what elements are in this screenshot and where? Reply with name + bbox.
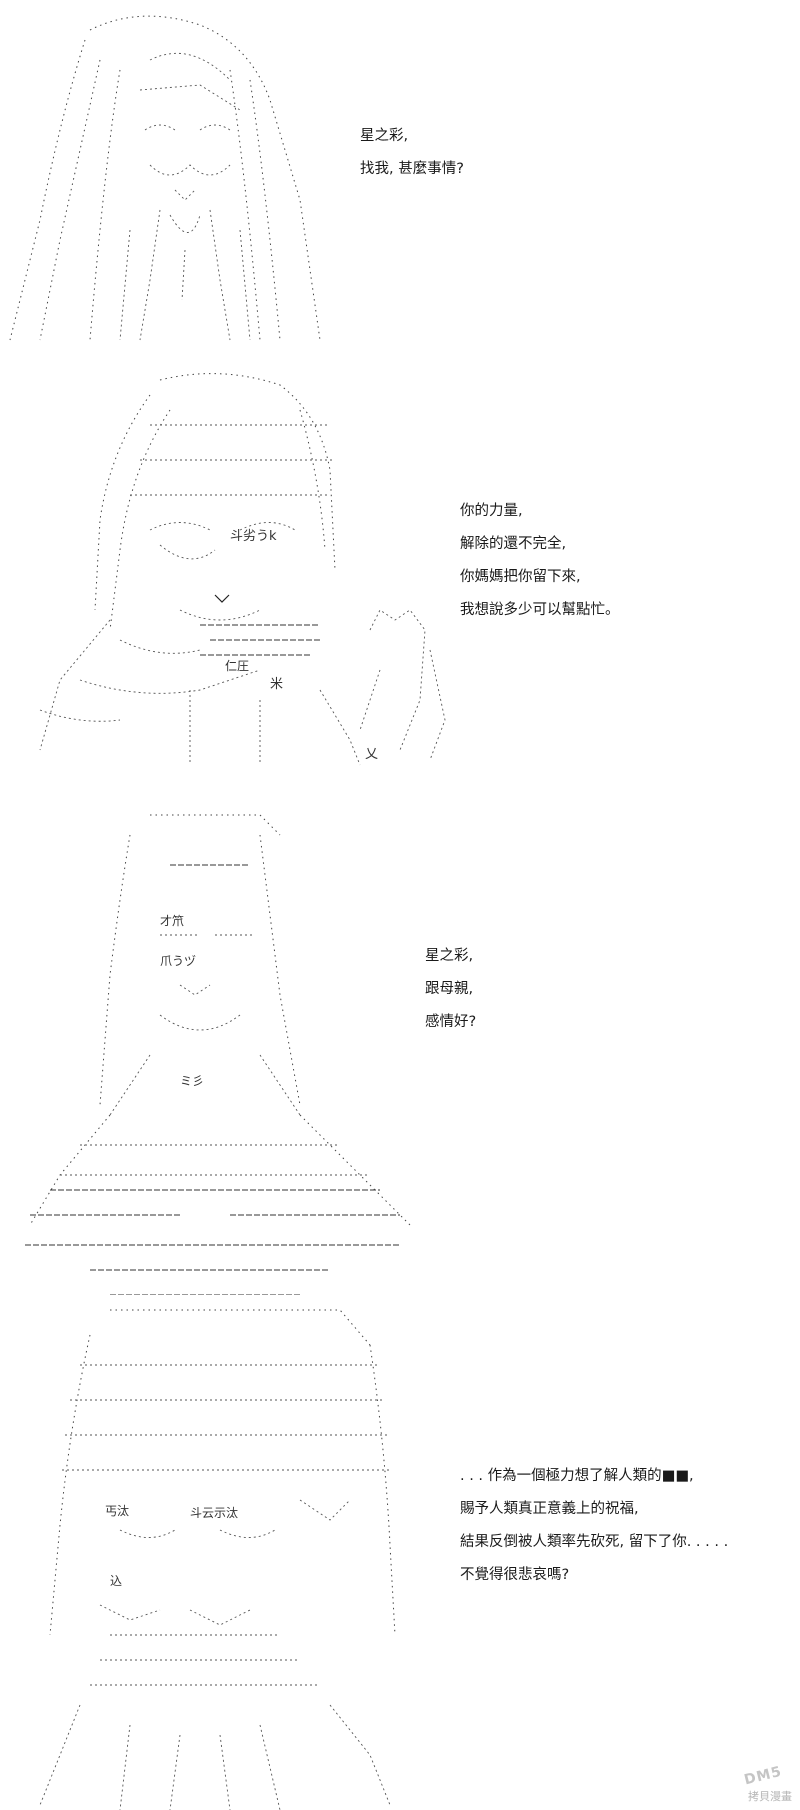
art-glyph: 乂 (365, 747, 378, 762)
art-glyph: 爪うヅ (160, 954, 196, 968)
dialogue-line: 我想說多少可以幫點忙。 (460, 602, 620, 618)
dialogue-line: 不覺得很悲哀嗎? (460, 1567, 570, 1583)
dialogue-4: . . . 作為一個極力想了解人類的■■, 賜予人類真正意義上的祝福, 結果反倒… (460, 1460, 728, 1592)
dialogue-line: . . . 作為一個極力想了解人類的■■, (460, 1468, 694, 1484)
dialogue-2: 你的力量, 解除的還不完全, 你媽媽把你留下來, 我想說多少可以幫點忙。 (460, 495, 620, 627)
dialogue-3: 星之彩, 跟母親, 感情好? (425, 940, 476, 1039)
art-glyph: 才笊 (160, 913, 184, 928)
watermark-text: 拷貝漫畫 (748, 1790, 792, 1803)
panel-4: 丐汰 斗云示汰 込 . . . 作為一個極力想了解人類的■■, 賜予人類真正意義… (0, 1305, 800, 1810)
dialogue-line: 賜予人類真正意義上的祝福, (460, 1501, 639, 1517)
ascii-art-figure-closeup: 丐汰 斗云示汰 込 (39, 1309, 396, 1810)
dialogue-line: 跟母親, (425, 981, 474, 997)
art-glyph: ミ彡 (180, 1074, 204, 1088)
dialogue-line: 結果反倒被人類率先砍死, 留下了你. . . . . (460, 1534, 729, 1550)
watermark-logo: DM5 (742, 1763, 784, 1789)
ascii-art-figure-seated: 才笊 爪うヅ ミ彡 (25, 814, 411, 1295)
dialogue-line: 找我, 甚麼事情? (360, 161, 464, 177)
art-glyph: 丐汰 (105, 1504, 129, 1518)
art-glyph: 仁圧 (225, 659, 249, 673)
dialogue-line: 你的力量, (460, 503, 523, 519)
panel-2: 斗劣うk 仁圧 米 乂 你的力量, 解除的還不完全, 你媽媽把你留下來, 我想說… (0, 370, 800, 770)
dialogue-line: 星之彩, (360, 128, 409, 144)
watermark: DM5 拷貝漫畫 (714, 1756, 794, 1806)
dialogue-line: 解除的還不完全, (460, 536, 567, 552)
art-glyph: 米 (270, 677, 283, 692)
dialogue-line: 星之彩, (425, 948, 474, 964)
art-glyph: 斗劣うk (230, 529, 277, 544)
ascii-art-figure-long-hair (9, 15, 321, 341)
panel-3: 才笊 爪うヅ ミ彡 星之彩, 跟母親, 感情好? (0, 775, 800, 1295)
dialogue-line: 你媽媽把你留下來, (460, 569, 581, 585)
ascii-art-figure-waving: 斗劣うk 仁圧 米 乂 (39, 373, 446, 766)
dialogue-line: 感情好? (425, 1014, 477, 1030)
panel-1: 星之彩, 找我, 甚麼事情? (0, 0, 800, 360)
dialogue-1: 星之彩, 找我, 甚麼事情? (360, 120, 464, 186)
art-glyph: 斗云示汰 (190, 1506, 238, 1520)
art-glyph: 込 (110, 1574, 122, 1588)
